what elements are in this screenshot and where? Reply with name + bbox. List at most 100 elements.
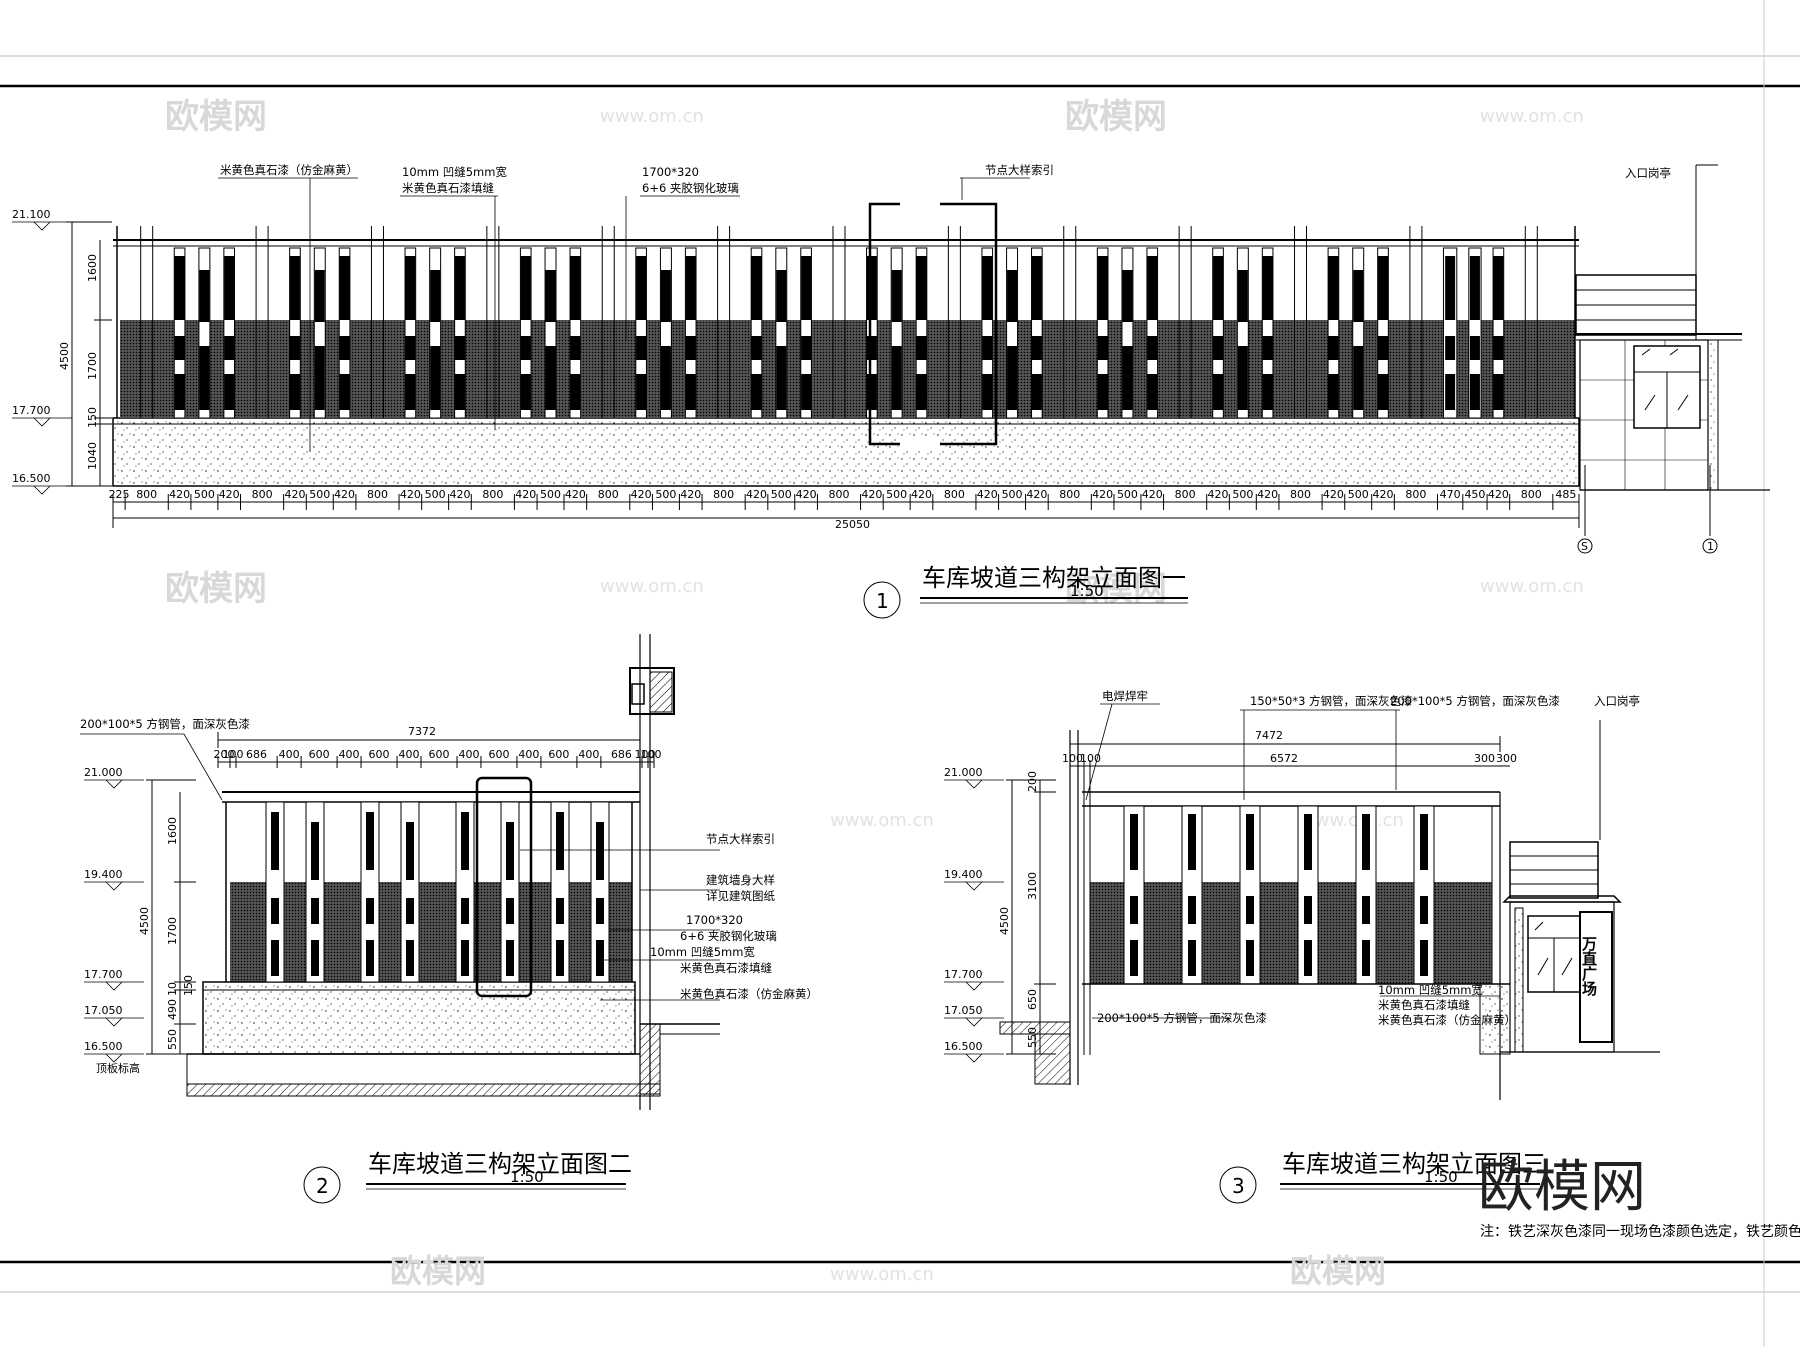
glass-slot bbox=[520, 256, 531, 320]
glass-slot bbox=[406, 940, 414, 976]
watermark-url: www.om.cn bbox=[600, 576, 704, 597]
hdim: 420 bbox=[400, 488, 421, 501]
vdim-1600: 1600 bbox=[86, 254, 99, 282]
elevation-triangle bbox=[33, 417, 51, 427]
glass-slot bbox=[1262, 374, 1273, 410]
glass-slot bbox=[1328, 336, 1339, 360]
frame-post bbox=[569, 247, 582, 419]
glass-slot bbox=[366, 940, 374, 976]
glass-slot bbox=[454, 374, 465, 410]
hdim: 420 bbox=[1323, 488, 1344, 501]
hdim: 686 bbox=[246, 748, 267, 761]
glass-slot bbox=[801, 256, 812, 320]
watermark-logo: 欧模网 bbox=[390, 1252, 486, 1290]
label-groove-fill: 米黄色真石漆填缝 bbox=[680, 961, 772, 975]
label-groove-fill: 米黄色真石漆填缝 bbox=[1378, 998, 1470, 1012]
glass-slot bbox=[1097, 336, 1108, 360]
frame-post bbox=[866, 247, 878, 419]
hdim: 400 bbox=[339, 748, 360, 761]
hdim: 800 bbox=[1175, 488, 1196, 501]
frame-post bbox=[1377, 247, 1389, 419]
hdim: 400 bbox=[578, 748, 599, 761]
glass-slot bbox=[660, 346, 671, 410]
frame-post bbox=[890, 247, 903, 419]
glass-slot bbox=[556, 940, 564, 976]
elevation-value: 19.400 bbox=[84, 868, 123, 881]
leader-lines bbox=[218, 177, 1030, 452]
hdim: 420 bbox=[977, 488, 998, 501]
hdim: 400 bbox=[518, 748, 539, 761]
glass-slot bbox=[1378, 256, 1389, 320]
hdim: 100 bbox=[641, 748, 662, 761]
view-title: 车库坡道三构架立面图二 bbox=[368, 1150, 632, 1178]
hdim: 686 bbox=[611, 748, 632, 761]
glass-slot bbox=[1420, 814, 1428, 870]
glass-slot bbox=[1493, 336, 1504, 360]
hdim: 420 bbox=[746, 488, 767, 501]
label-paint: 米黄色真石漆（仿金麻黄） bbox=[220, 163, 358, 177]
glass-slot bbox=[545, 270, 556, 322]
glass-slot bbox=[339, 374, 350, 410]
glass-slot bbox=[1328, 256, 1339, 320]
glass-slot bbox=[1378, 374, 1389, 410]
watermark-url: www.om.cn bbox=[1300, 810, 1404, 831]
glass-slot bbox=[1378, 336, 1389, 360]
watermarks: 欧模网 www.om.cn 欧模网 www.om.cn 欧模网 www.om.c… bbox=[165, 97, 1584, 1290]
frame-post bbox=[519, 247, 532, 419]
glass-slot bbox=[199, 346, 210, 410]
glass-slots bbox=[174, 256, 1504, 410]
hdim: 800 bbox=[367, 488, 388, 501]
glass-slot bbox=[982, 256, 993, 320]
glass-slot bbox=[1246, 940, 1254, 976]
frame-post bbox=[800, 247, 812, 419]
glass-slot bbox=[1031, 336, 1042, 360]
glass-slot bbox=[1353, 346, 1364, 410]
label-groove: 10mm 凹缝5mm宽 bbox=[650, 945, 755, 959]
glass-slot bbox=[405, 374, 416, 410]
glass-slot bbox=[1420, 940, 1428, 976]
view-number-circle bbox=[1219, 1166, 1257, 1204]
glass-slot bbox=[685, 374, 696, 410]
sheet-note: 注：铁艺深灰色漆同一现场色漆颜色选定，铁艺颜色 bbox=[1480, 1223, 1800, 1240]
glass-slot bbox=[289, 256, 300, 320]
glass-slot bbox=[1445, 336, 1456, 360]
label-gate-house: 入口岗亭 bbox=[1594, 694, 1640, 708]
frame-post bbox=[198, 247, 211, 419]
vdim-1600: 1600 bbox=[166, 817, 179, 845]
frame-post bbox=[400, 801, 420, 983]
frame-post bbox=[635, 247, 647, 419]
vdim-4500: 4500 bbox=[998, 907, 1011, 935]
hdim: 420 bbox=[1257, 488, 1278, 501]
glass-slot bbox=[982, 336, 993, 360]
glass-slot bbox=[596, 822, 604, 880]
glass-slot bbox=[596, 940, 604, 976]
glass-slot bbox=[1237, 346, 1248, 410]
elevation-value: 16.500 bbox=[84, 1040, 123, 1053]
glass-slot bbox=[570, 374, 581, 410]
view-number: 1 bbox=[876, 589, 889, 613]
glass-slot bbox=[685, 256, 696, 320]
frame-post bbox=[659, 247, 672, 419]
glass-slot bbox=[461, 898, 469, 924]
hdim: 500 bbox=[655, 488, 676, 501]
hdim: 600 bbox=[369, 748, 390, 761]
frame-post bbox=[313, 247, 326, 419]
view-scale: 1:50 bbox=[1070, 582, 1104, 600]
hdim: 800 bbox=[1405, 488, 1426, 501]
elevation-value: 21.100 bbox=[12, 208, 51, 221]
vdim-10: 10 bbox=[166, 982, 179, 996]
hdim: 420 bbox=[449, 488, 470, 501]
frame-post bbox=[223, 247, 236, 419]
axis-marker bbox=[1702, 538, 1718, 554]
glass-slot bbox=[660, 270, 671, 322]
vdim-4500: 4500 bbox=[58, 342, 71, 370]
gate-house bbox=[1500, 720, 1660, 1053]
hdim: 800 bbox=[598, 488, 619, 501]
elevation-value: 21.000 bbox=[84, 766, 123, 779]
glass-slot bbox=[1304, 814, 1312, 870]
glass-slot bbox=[430, 270, 441, 322]
glass-slot bbox=[174, 336, 185, 360]
